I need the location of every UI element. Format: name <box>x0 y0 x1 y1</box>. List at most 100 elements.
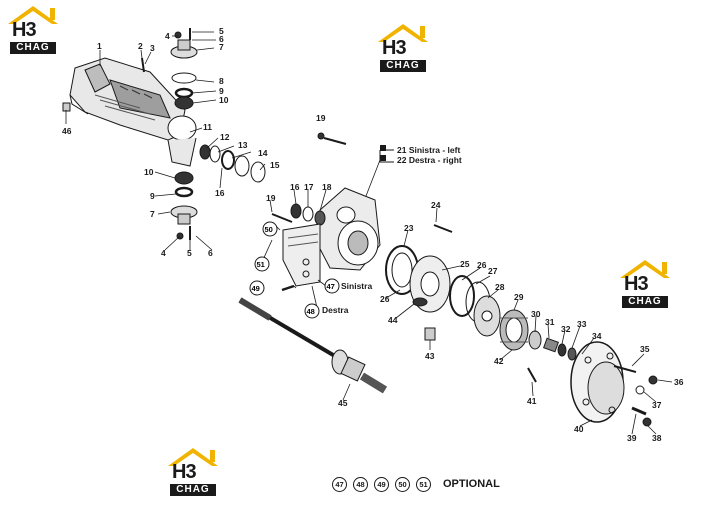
callout-8: 8 <box>219 76 224 86</box>
logo-h3: H3 <box>12 19 37 41</box>
callout-17: 17 <box>304 182 314 192</box>
callout-39: 39 <box>627 433 637 443</box>
planet-carrier <box>409 255 501 337</box>
axle-housing <box>69 57 197 167</box>
optional-50: 50 <box>395 476 410 492</box>
callout-11: 11 <box>203 122 212 132</box>
brand-logo: H3 CHAG <box>6 4 60 56</box>
logo-roof-icon <box>168 448 218 466</box>
callout-26: 26 <box>477 260 487 270</box>
bearing <box>499 309 529 351</box>
circled-47: 47 <box>327 282 335 291</box>
callout-38: 38 <box>652 433 662 443</box>
callout-31: 31 <box>545 317 555 327</box>
callout-13: 13 <box>238 140 248 150</box>
bolt-part <box>527 367 537 383</box>
seal-group <box>199 144 266 183</box>
label-sinistra-left: 21 Sinistra - left <box>397 145 460 155</box>
callout-24: 24 <box>431 200 441 210</box>
bracket <box>271 213 321 287</box>
breather-part <box>62 102 71 112</box>
optional-51: 51 <box>416 476 431 492</box>
callout-4b: 4 <box>161 248 166 258</box>
hub-carrier <box>290 187 381 271</box>
logo-chag: CHAG <box>622 296 668 308</box>
circled-48: 48 <box>307 307 315 316</box>
callout-28: 28 <box>495 282 505 292</box>
callout-37: 37 <box>652 400 662 410</box>
callout-19: 19 <box>316 113 326 123</box>
callout-5b: 5 <box>187 248 192 258</box>
callout-46: 46 <box>62 126 72 136</box>
callout-26b: 26 <box>380 294 390 304</box>
optional-47: 47 <box>332 476 347 492</box>
logo-chag: CHAG <box>170 484 216 496</box>
optional-48: 48 <box>353 476 368 492</box>
logo-h3: H3 <box>382 37 407 59</box>
callout-34: 34 <box>592 331 602 341</box>
callout-19b: 19 <box>266 193 276 203</box>
circled-callouts: 50 51 47 49 48 <box>249 221 340 319</box>
logo-roof-icon <box>378 24 428 42</box>
callout-7: 7 <box>219 42 224 52</box>
callout-41: 41 <box>527 396 537 406</box>
callout-18: 18 <box>322 182 332 192</box>
brand-logo: H3 CHAG <box>376 22 430 74</box>
logo-roof-icon <box>8 6 58 24</box>
callout-1: 1 <box>97 41 102 51</box>
callout-44: 44 <box>388 315 398 325</box>
callout-2: 2 <box>138 41 143 51</box>
bolt-part <box>433 224 453 233</box>
bolt-part <box>281 284 295 292</box>
callout-23: 23 <box>404 223 414 233</box>
callout-36: 36 <box>674 377 684 387</box>
callout-9b: 9 <box>150 191 155 201</box>
callout-7b: 7 <box>150 209 155 219</box>
king-pin-top <box>170 28 198 110</box>
callout-35: 35 <box>640 344 650 354</box>
wheel-hub <box>570 341 637 423</box>
plug-part <box>424 327 436 341</box>
variant-labels: 21 Sinistra - left 22 Destra - right Sin… <box>322 145 462 315</box>
optional-legend: 47 48 49 50 51 OPTIONAL <box>332 476 500 492</box>
circled-50: 50 <box>265 225 273 234</box>
callout-29: 29 <box>514 292 524 302</box>
callout-6b: 6 <box>208 248 213 258</box>
callout-16: 16 <box>215 188 225 198</box>
optional-text: OPTIONAL <box>443 478 500 490</box>
logo-h3: H3 <box>624 273 649 295</box>
nut-part <box>642 417 652 427</box>
callout-6: 6 <box>219 34 224 44</box>
callout-16b: 16 <box>290 182 300 192</box>
callout-10b: 10 <box>144 167 154 177</box>
circled-51: 51 <box>257 260 265 269</box>
stud-part <box>631 406 647 416</box>
callout-43: 43 <box>425 351 435 361</box>
callout-14: 14 <box>258 148 268 158</box>
circled-49: 49 <box>252 284 260 293</box>
callout-40: 40 <box>574 424 584 434</box>
label-sinistra: Sinistra <box>341 281 372 291</box>
callout-32: 32 <box>561 324 571 334</box>
callout-33: 33 <box>577 319 587 329</box>
callout-42: 42 <box>494 356 504 366</box>
callout-25: 25 <box>460 259 470 269</box>
oring-part <box>412 297 428 307</box>
callout-10: 10 <box>219 95 229 105</box>
callout-12: 12 <box>220 132 230 142</box>
washer-part <box>648 375 658 385</box>
optional-49: 49 <box>374 476 389 492</box>
label-destra-right: 22 Destra - right <box>397 155 462 165</box>
screw-part <box>141 57 145 73</box>
logo-h3: H3 <box>172 461 197 483</box>
callout-5: 5 <box>219 26 224 36</box>
callout-27: 27 <box>488 266 498 276</box>
callout-30: 30 <box>531 309 541 319</box>
logo-chag: CHAG <box>380 60 426 72</box>
label-destra: Destra <box>322 305 349 315</box>
washer-part <box>635 385 645 395</box>
drive-shaft <box>238 297 388 394</box>
callout-15: 15 <box>270 160 280 170</box>
king-pin-bottom <box>170 171 198 240</box>
